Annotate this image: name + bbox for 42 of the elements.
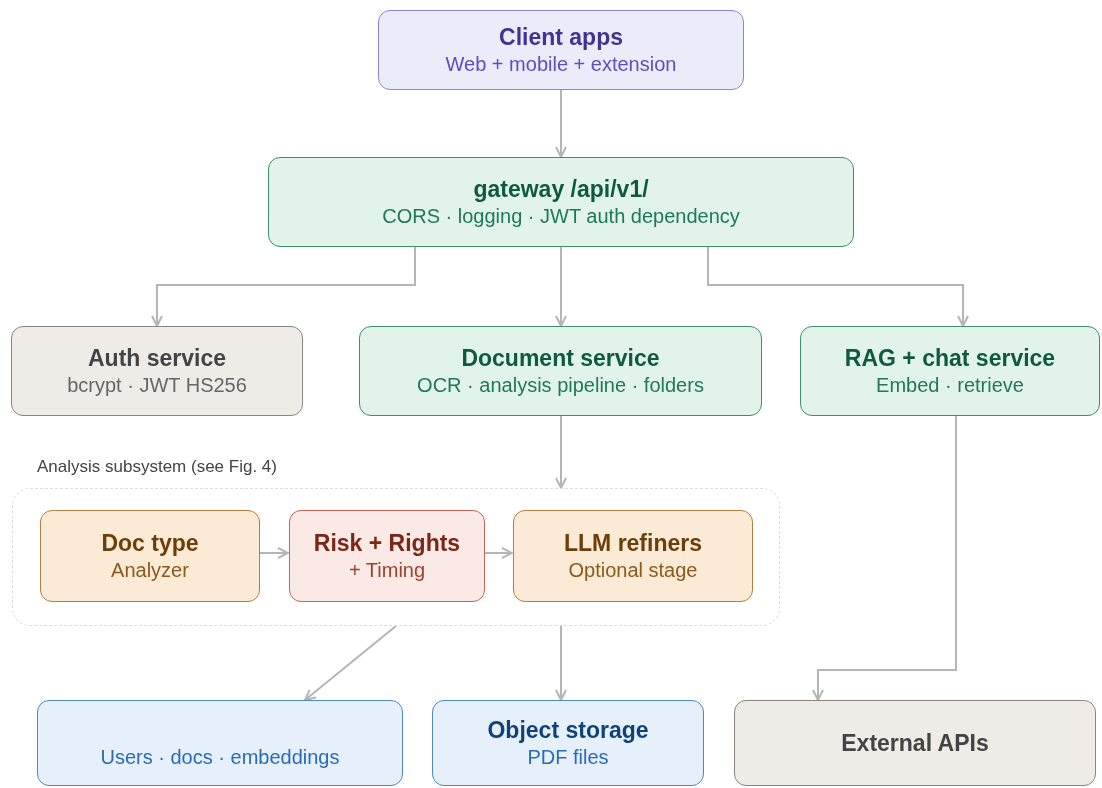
arrow [304,625,397,701]
node-title: gateway /api/v1/ [473,175,649,203]
database-box [37,700,403,786]
stage-box [289,510,485,602]
arrow [151,246,416,327]
node-subtitle: CORS · logging · JWT auth dependency [382,204,740,229]
node-subtitle: PDF files [527,745,609,770]
node-subtitle: Web + mobile + extension [445,52,677,77]
node-subtitle: bcrypt · JWT HS256 [67,373,247,398]
client-box [378,10,744,90]
group-heading: Analysis subsystem (see Fig. 4) [37,457,277,477]
storage-box [432,700,704,786]
stage-box [513,510,753,602]
service-box [11,326,303,416]
stage-box [40,510,260,602]
gateway-box [268,157,854,247]
node-title: LLM refiners [564,529,702,557]
node-title: Doc type [101,529,199,557]
arrow [707,246,969,327]
service-box [359,326,762,416]
arrow [812,415,957,701]
node-subtitle: + Timing [348,558,426,583]
arrow [555,625,567,701]
arrow [555,415,567,489]
node-title: Document service [461,344,660,372]
node-subtitle: Optional stage [568,558,698,583]
node-title: External APIs [841,729,989,757]
arrow [483,547,513,559]
arrow [555,89,567,158]
node-title: Client apps [499,23,623,51]
node-title: Auth service [87,344,227,372]
node-subtitle: Analyzer [111,558,189,583]
external-box [734,700,1096,786]
node-title: Object storage [487,716,649,744]
arrow [555,246,567,327]
service-box [800,326,1100,416]
node-subtitle: Embed · retrieve [876,373,1024,398]
node-subtitle: OCR · analysis pipeline · folders [417,373,704,398]
node-title: Risk + Rights [313,529,461,557]
node-subtitle: Users · docs · embeddings [100,745,340,770]
node-title: RAG + chat service [844,344,1056,372]
arrow [258,547,289,559]
